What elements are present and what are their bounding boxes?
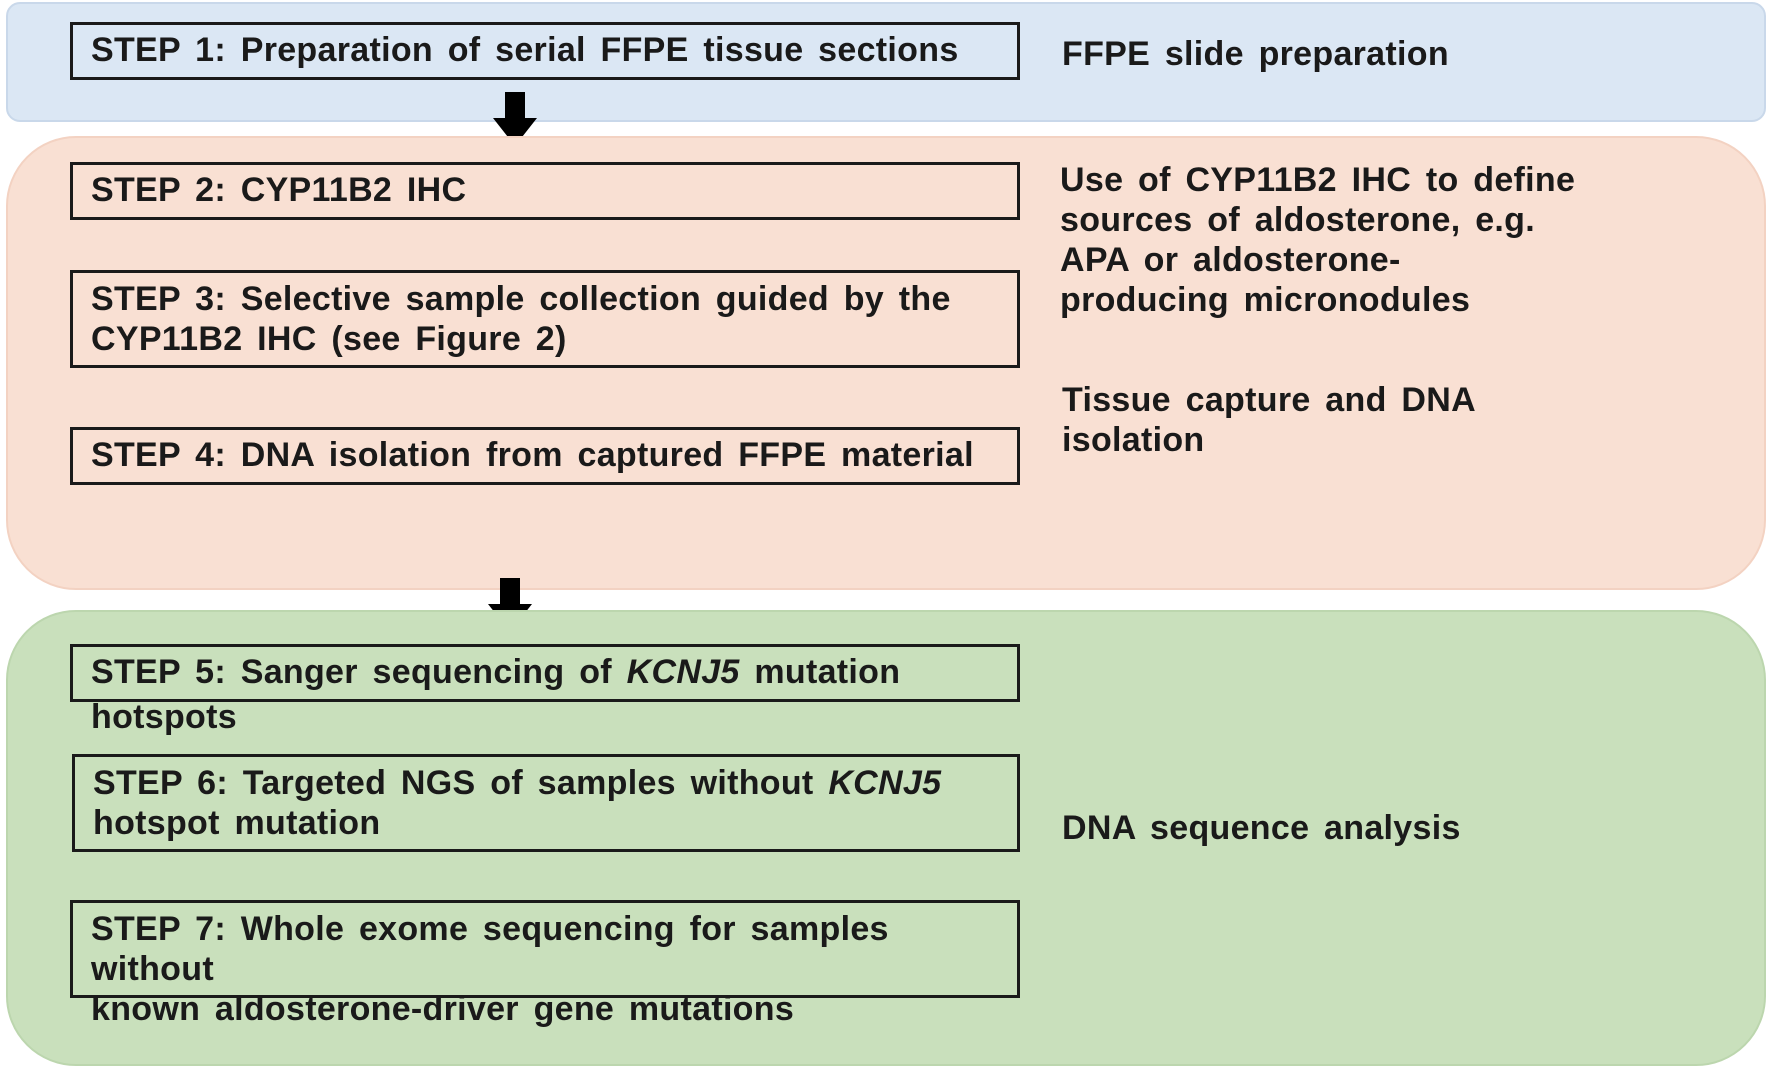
step-7-line-1: STEP 7: Whole exome sequencing for sampl… [91,910,889,988]
step-7-line-2: known aldosterone-driver gene mutations [91,990,795,1028]
step-3-line-1: STEP 3: Selective sample collection guid… [91,280,951,318]
section-ihc-capture: STEP 2: CYP11B2 IHC STEP 3: Selective sa… [6,136,1766,590]
step-3-line-2: CYP11B2 IHC (see Figure 2) [91,320,567,358]
step-3-box: STEP 3: Selective sample collection guid… [70,270,1020,368]
tissue-capture-label: Tissue capture and DNA isolation [1062,381,1476,459]
step-6-box: STEP 6: Targeted NGS of samples without … [72,754,1020,852]
step-4-box: STEP 4: DNA isolation from captured FFPE… [70,427,1020,485]
gene-kcnj5: KCNJ5 [626,653,740,691]
step-7-box: STEP 7: Whole exome sequencing for sampl… [70,900,1020,1028]
arrow-down-1 [491,92,539,150]
step-6-line-1: STEP 6: Targeted NGS of samples without … [93,764,942,802]
step-5-box: STEP 5: Sanger sequencing of KCNJ5 mutat… [70,644,1020,736]
step-1-text: STEP 1: Preparation of serial FFPE tissu… [91,31,959,69]
step-1-box: STEP 1: Preparation of serial FFPE tissu… [70,22,1020,80]
arrow-down-2 [486,578,534,636]
slide-prep-label: FFPE slide preparation [1062,35,1449,73]
section-slide-preparation: STEP 1: Preparation of serial FFPE tissu… [6,2,1766,122]
step-2-box: STEP 2: CYP11B2 IHC [70,162,1020,220]
step-2-text: STEP 2: CYP11B2 IHC [91,171,467,209]
section-dna-sequencing: STEP 5: Sanger sequencing of KCNJ5 mutat… [6,610,1766,1066]
dna-sequence-analysis-label: DNA sequence analysis [1062,809,1461,847]
step-4-text: STEP 4: DNA isolation from captured FFPE… [91,436,974,474]
step-6-line-2: hotspot mutation [93,804,381,842]
gene-kcnj5: KCNJ5 [828,764,942,802]
ihc-sources-label: Use of CYP11B2 IHC to define sources of … [1060,161,1576,319]
